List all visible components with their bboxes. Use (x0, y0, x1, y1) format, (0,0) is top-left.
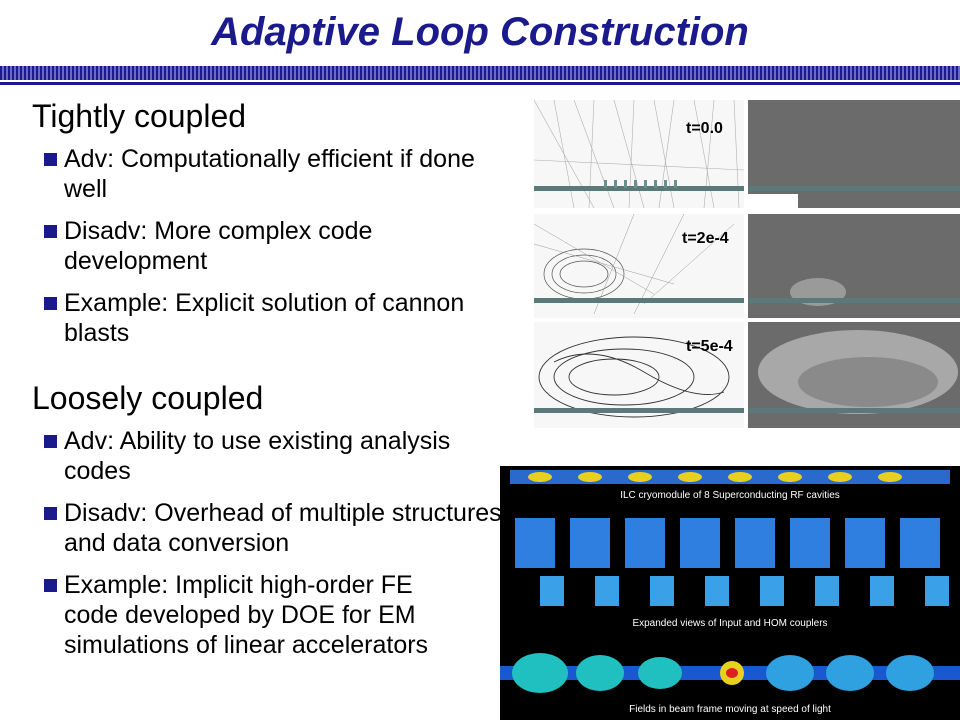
bullet-square-icon (44, 435, 57, 448)
cavity-caption: Fields in beam frame moving at speed of … (629, 704, 831, 715)
density-image (748, 330, 960, 414)
bullet-square-icon (44, 507, 57, 520)
bullet-item: Disadv: More complex code development (44, 216, 514, 276)
time-label: t=5e-4 (686, 338, 733, 355)
bullet-text: Example: Explicit solution of cannon bla… (64, 289, 465, 347)
density-panel-t5e-4 (748, 322, 960, 428)
bullet-text: Disadv: Overhead of multiple structures … (64, 499, 502, 557)
section-heading-tightly-coupled: Tightly coupled (32, 98, 247, 134)
density-panel-t0 (748, 100, 960, 208)
bullet-item: Disadv: Overhead of multiple structures … (44, 498, 504, 558)
time-label: t=2e-4 (682, 230, 729, 247)
section-heading-loosely-coupled: Loosely coupled (32, 380, 264, 416)
bullet-square-icon (44, 153, 57, 166)
mesh-image (534, 214, 744, 315)
cavity-image (500, 470, 960, 693)
bullet-text: Example: Implicit high-order FE code dev… (64, 571, 429, 659)
bullet-text: Adv: Computationally efficient if done w… (64, 145, 475, 203)
mesh-image (534, 100, 744, 208)
cavity-simulation-figure: ILC cryomodule of 8 Superconducting RF c… (500, 466, 960, 720)
bullet-item: Adv: Ability to use existing analysis co… (44, 426, 484, 486)
slide-title: Adaptive Loop Construction (211, 10, 749, 54)
bullet-item: Example: Explicit solution of cannon bla… (44, 288, 514, 348)
density-image (748, 186, 960, 208)
bullet-square-icon (44, 225, 57, 238)
bullet-text: Disadv: More complex code development (64, 217, 373, 275)
bullet-item: Example: Implicit high-order FE code dev… (44, 570, 464, 660)
density-image (748, 278, 960, 306)
time-label: t=0.0 (686, 120, 723, 137)
bullet-square-icon (44, 579, 57, 592)
title-divider (0, 66, 960, 80)
mesh-image (534, 336, 744, 418)
mesh-panel-t2e-4 (534, 214, 744, 318)
density-panel-t2e-4 (748, 214, 960, 318)
title-divider-line (0, 82, 960, 85)
bullet-item: Adv: Computationally efficient if done w… (44, 144, 514, 204)
bullet-text: Adv: Ability to use existing analysis co… (64, 427, 451, 485)
bullet-square-icon (44, 297, 57, 310)
mesh-panel-t0 (534, 100, 744, 208)
cavity-caption: ILC cryomodule of 8 Superconducting RF c… (620, 490, 840, 501)
cavity-caption: Expanded views of Input and HOM couplers (632, 618, 828, 629)
mesh-panel-t5e-4 (534, 322, 744, 428)
